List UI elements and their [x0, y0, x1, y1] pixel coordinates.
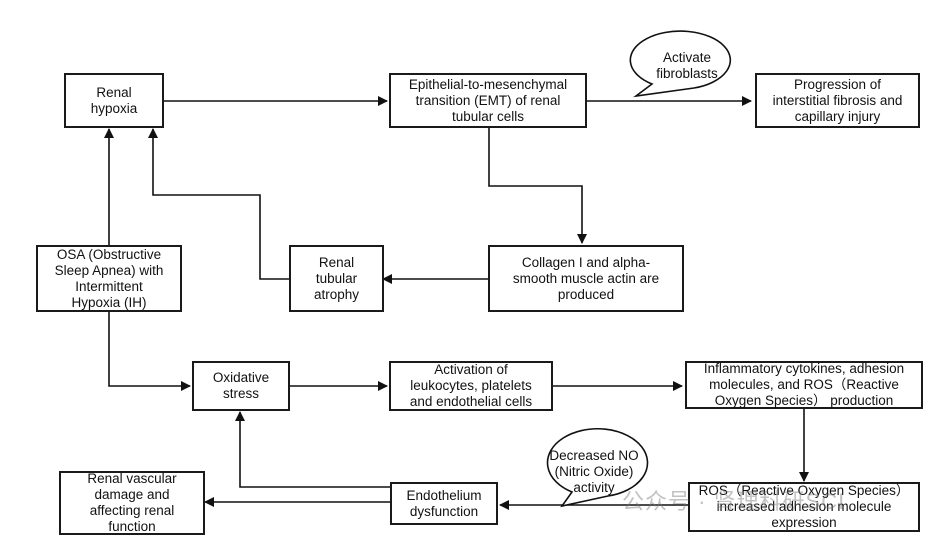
- arrow-emt-to-collagen: [488, 128, 587, 244]
- node-activation: Activation of leukocytes, platelets and …: [389, 361, 553, 411]
- arrow-atrophy-to-hypoxia: [148, 128, 289, 280]
- node-emt: Epithelial-to-mesenchymal transition (EM…: [389, 73, 587, 128]
- node-endothelium: Endothelium dysfunction: [390, 482, 498, 525]
- node-renal-vascular: Renal vascular damage and affecting rena…: [59, 471, 205, 535]
- bubble-decreased-no: Decreased NO (Nitric Oxide) activity: [549, 448, 639, 495]
- node-inflammatory: Inflammatory cytokines, adhesion molecul…: [685, 361, 923, 409]
- node-collagen: Collagen I and alpha- smooth muscle acti…: [488, 245, 684, 312]
- node-renal-tubular-atrophy: Renal tubular atrophy: [289, 245, 384, 312]
- bubble-activate-fibroblasts: Activate fibroblasts: [656, 50, 718, 81]
- node-progression: Progression of interstitial fibrosis and…: [755, 73, 920, 128]
- node-osa: OSA (Obstructive Sleep Apnea) with Inter…: [36, 245, 182, 312]
- node-oxidative-stress: Oxidative stress: [192, 361, 290, 411]
- arrow-osa-to-oxidative: [108, 312, 191, 391]
- arrow-endothelium-to-oxidative: [235, 411, 390, 488]
- bubble-activate-fibroblasts-shape: [629, 30, 732, 98]
- node-ros: ROS（Reactive Oxygen Species） increased a…: [688, 482, 920, 532]
- bubble-decreased-no-shape: [546, 427, 649, 508]
- node-renal-hypoxia: Renal hypoxia: [64, 73, 164, 128]
